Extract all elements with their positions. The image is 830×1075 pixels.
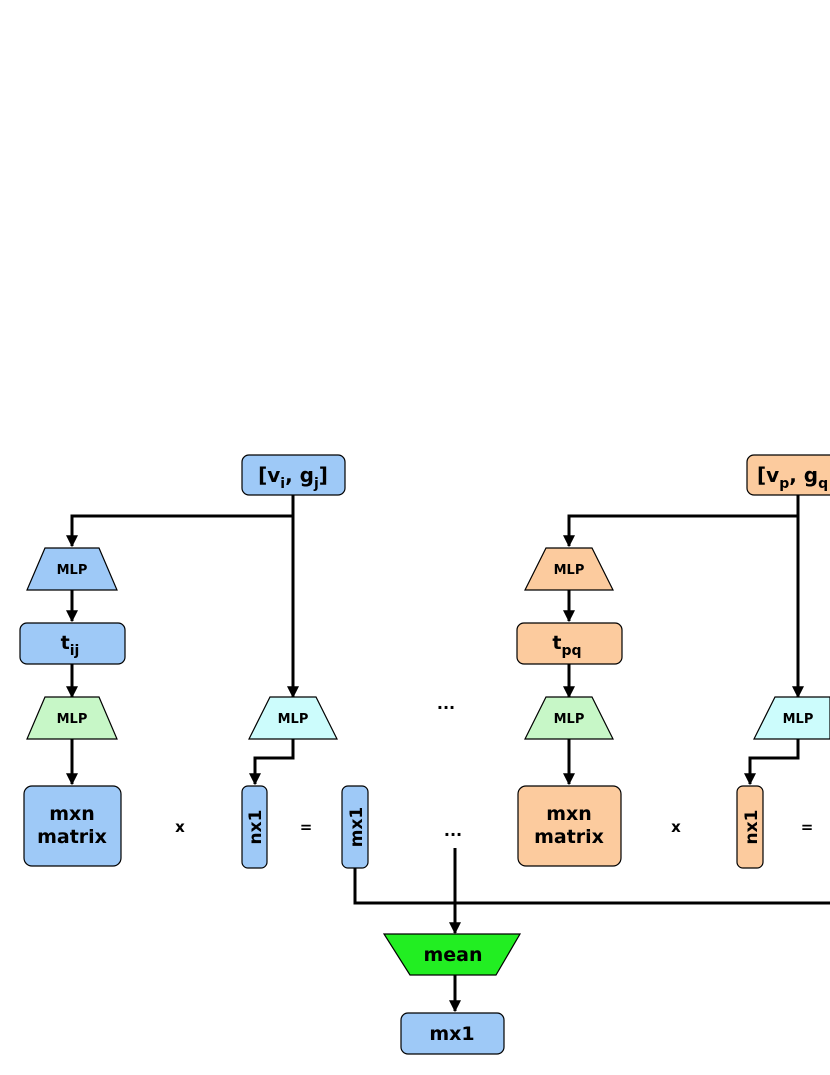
vector-label-right: nx1 (742, 810, 762, 845)
equals-sign-left: = (300, 818, 313, 836)
ellipsis-middle: ... (444, 821, 462, 840)
input-node-left: [vi, gj] (241, 454, 346, 496)
result-node-left: mx1 (341, 785, 369, 869)
mlp-matrix-right: MLP (524, 696, 614, 740)
matrix-box-left (23, 785, 122, 867)
result-box-left (341, 785, 369, 869)
connectors (66, 495, 830, 1013)
input-node-right: [vp, gq (746, 454, 830, 496)
mlp-label-top-right: MLP (554, 563, 585, 578)
vector-node-left: nx1 (241, 785, 268, 869)
vector-label-left: nx1 (246, 810, 266, 845)
ellipsis-top: ... (437, 694, 455, 713)
arrow-mlp-to-vector-right (744, 739, 800, 786)
times-sign-right: x (671, 818, 681, 836)
matrix-node-left: mxn matrix (23, 785, 122, 867)
matrix-label-line1-right: mxn (546, 803, 592, 825)
matrix-label-line2-right: matrix (534, 826, 604, 848)
mlp-matrix-left: MLP (26, 696, 118, 740)
t-box-right (516, 622, 623, 665)
matrix-label-line1-left: mxn (49, 803, 95, 825)
input-label-right: [vp, gq (757, 463, 828, 492)
mlp-trapezoid-top-right (524, 547, 614, 591)
times-sign-left: x (175, 818, 185, 836)
input-box-left (241, 454, 346, 496)
output-node: mx1 (400, 1012, 505, 1055)
result-label-left: mx1 (347, 807, 367, 848)
mlp-trapezoid-matrix-left (26, 696, 118, 740)
mlp-trapezoid-vector-right (753, 696, 830, 740)
mlp-label-top-left: MLP (57, 563, 88, 578)
mlp-trapezoid-top-left (26, 547, 118, 591)
mean-node: mean (382, 933, 522, 976)
t-node-right: tpq (516, 622, 623, 665)
equals-sign-right: = (801, 818, 814, 836)
vector-node-right: nx1 (736, 785, 764, 869)
arrow-input-to-mlp-right (563, 495, 800, 548)
t-node-left: tij (19, 622, 126, 665)
input-label-left: [vi, gj] (258, 463, 328, 492)
mlp-top-left: MLP (26, 547, 118, 591)
line-results-to-mean (353, 868, 830, 905)
vector-box-right (736, 785, 764, 869)
matrix-label-line2-left: matrix (37, 826, 107, 848)
t-label-left: tij (61, 632, 80, 659)
mean-trapezoid (382, 933, 522, 976)
t-label-right: tpq (552, 632, 581, 659)
matrix-box-right (517, 785, 622, 867)
mean-label: mean (423, 944, 482, 966)
mlp-label-vector-left: MLP (278, 712, 309, 727)
input-box-right (746, 454, 830, 496)
mlp-label-vector-right: MLP (783, 712, 814, 727)
mlp-trapezoid-matrix-right (524, 696, 614, 740)
mlp-label-matrix-right: MLP (554, 712, 585, 727)
left-branch: [vi, gj] MLP tij MLP MLP mxn matrix x nx… (19, 454, 369, 869)
vector-box-left (241, 785, 268, 869)
matrix-node-right: mxn matrix (517, 785, 622, 867)
output-label: mx1 (429, 1023, 474, 1045)
mlp-vector-left: MLP (248, 696, 338, 740)
mlp-label-matrix-left: MLP (57, 712, 88, 727)
t-box-left (19, 622, 126, 665)
mlp-vector-right: MLP (753, 696, 830, 740)
right-branch: [vp, gq MLP tpq MLP MLP mxn matrix x nx1 (516, 454, 830, 869)
arrow-input-to-mlp-left (66, 495, 295, 548)
mlp-trapezoid-vector-left (248, 696, 338, 740)
arrow-mlp-to-vector-left (249, 739, 295, 786)
output-box (400, 1012, 505, 1055)
mlp-top-right: MLP (524, 547, 614, 591)
